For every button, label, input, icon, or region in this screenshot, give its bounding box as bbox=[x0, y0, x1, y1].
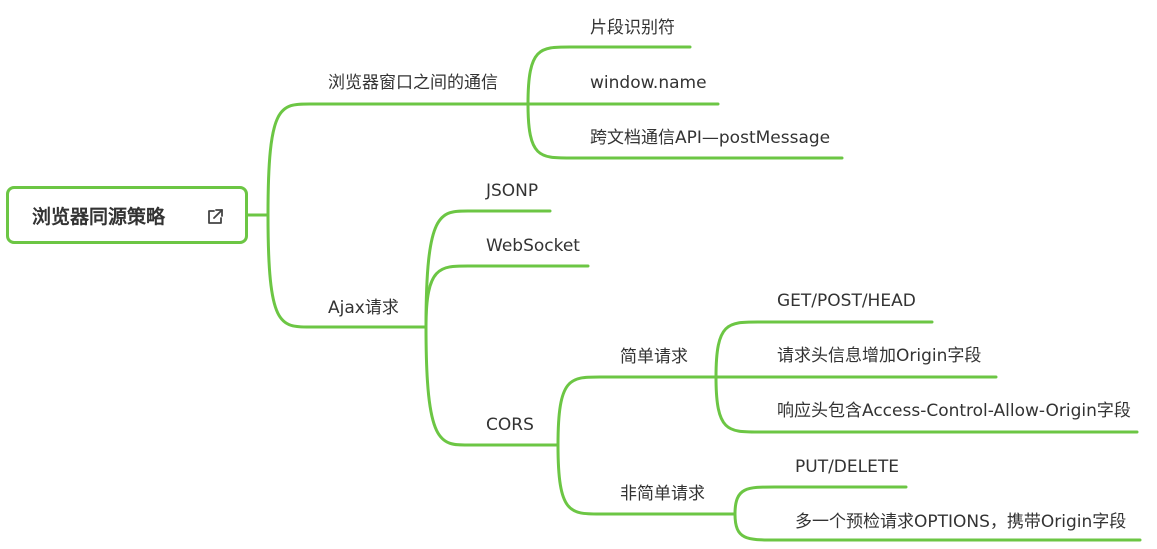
edge-window-frag bbox=[526, 45, 692, 106]
edge-root-ajax bbox=[246, 213, 428, 329]
node-non-simple-request[interactable]: 非简单请求 bbox=[620, 484, 705, 504]
edge-window-postmessage bbox=[526, 102, 844, 160]
node-fragment-identifier[interactable]: 片段识别符 bbox=[590, 18, 675, 38]
node-websocket[interactable]: WebSocket bbox=[486, 236, 580, 256]
edge-nonsimple-options bbox=[733, 512, 1142, 542]
edge-nonsimple-put bbox=[733, 485, 908, 516]
node-preflight-options[interactable]: 多一个预检请求OPTIONS，携带Origin字段 bbox=[795, 512, 1127, 532]
node-jsonp[interactable]: JSONP bbox=[486, 181, 539, 201]
edge-ajax-cors bbox=[424, 325, 560, 447]
node-window-comm[interactable]: 浏览器窗口之间的通信 bbox=[328, 73, 498, 93]
node-window-name[interactable]: window.name bbox=[590, 73, 707, 93]
external-link-icon[interactable] bbox=[205, 207, 225, 227]
node-put-delete[interactable]: PUT/DELETE bbox=[795, 457, 899, 477]
root-title: 浏览器同源策略 bbox=[32, 205, 166, 228]
node-postmessage[interactable]: 跨文档通信API—postMessage bbox=[590, 128, 831, 148]
node-response-acao-header[interactable]: 响应头包含Access-Control-Allow-Origin字段 bbox=[777, 401, 1131, 421]
node-ajax[interactable]: Ajax请求 bbox=[328, 298, 399, 318]
node-get-post-head[interactable]: GET/POST/HEAD bbox=[777, 291, 916, 311]
edge-cors-simple bbox=[556, 375, 718, 447]
node-request-origin-header[interactable]: 请求头信息增加Origin字段 bbox=[777, 346, 982, 366]
edge-simple-get bbox=[714, 320, 934, 379]
node-simple-request[interactable]: 简单请求 bbox=[620, 347, 688, 367]
node-cors[interactable]: CORS bbox=[486, 415, 534, 435]
root-node[interactable]: 浏览器同源策略 bbox=[6, 186, 248, 244]
edge-ajax-websocket bbox=[424, 264, 590, 329]
edge-root-window-comm bbox=[246, 102, 530, 217]
edge-simple-acao bbox=[714, 375, 1139, 434]
edge-ajax-jsonp bbox=[424, 209, 552, 329]
edge-cors-nonsimple bbox=[556, 443, 737, 516]
